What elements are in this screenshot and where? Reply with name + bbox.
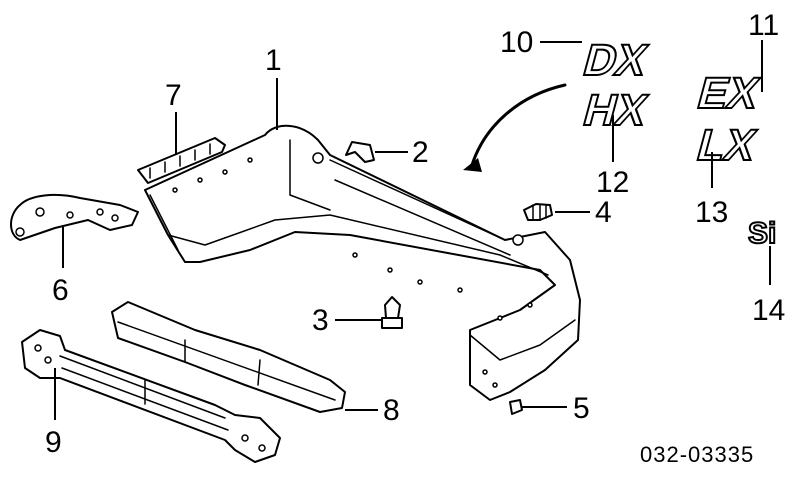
callout-9: 9 (45, 426, 62, 459)
bumper-cover (144, 124, 581, 401)
callout-14: 14 (752, 294, 785, 327)
callout-5: 5 (573, 392, 590, 425)
callout-10: 10 (500, 26, 533, 59)
callout-12: 12 (596, 166, 629, 199)
absorber (111, 301, 346, 413)
leader-lines (54, 40, 771, 420)
callout-7: 7 (165, 79, 182, 112)
clip (381, 296, 403, 329)
direction-arrow (463, 83, 567, 172)
callout-13: 13 (695, 196, 728, 229)
emblem-hx: HX (578, 86, 652, 135)
callout-2: 2 (412, 136, 429, 169)
emblem-dx: DX (578, 36, 652, 85)
reinforcement-beam (21, 329, 281, 463)
push-fastener (523, 203, 553, 221)
emblem-lx: LX (692, 121, 762, 170)
side-bracket (10, 193, 139, 241)
diagram-code: 032-03335 (640, 442, 754, 467)
emblem-ex: EX (693, 69, 765, 118)
mounting-strip (137, 137, 226, 184)
callout-1: 1 (265, 44, 282, 77)
callout-11: 11 (748, 9, 779, 42)
callout-3: 3 (312, 304, 329, 337)
callout-4: 4 (595, 196, 612, 229)
callout-8: 8 (383, 394, 400, 427)
emblem-si: Si (748, 217, 776, 250)
retainer-clip (345, 141, 375, 163)
callout-6: 6 (52, 274, 69, 307)
nut-clip (509, 399, 523, 415)
